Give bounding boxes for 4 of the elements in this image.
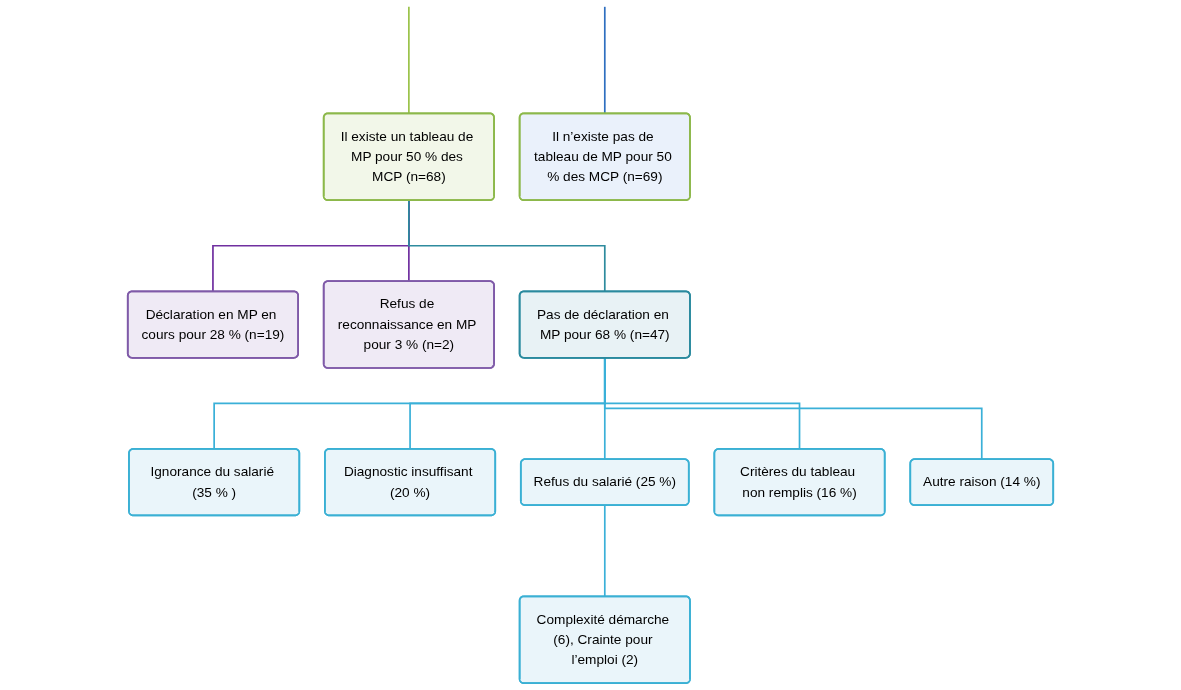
connector — [603, 356, 983, 460]
connector — [408, 5, 410, 115]
connector — [603, 5, 606, 115]
connector — [603, 504, 606, 598]
